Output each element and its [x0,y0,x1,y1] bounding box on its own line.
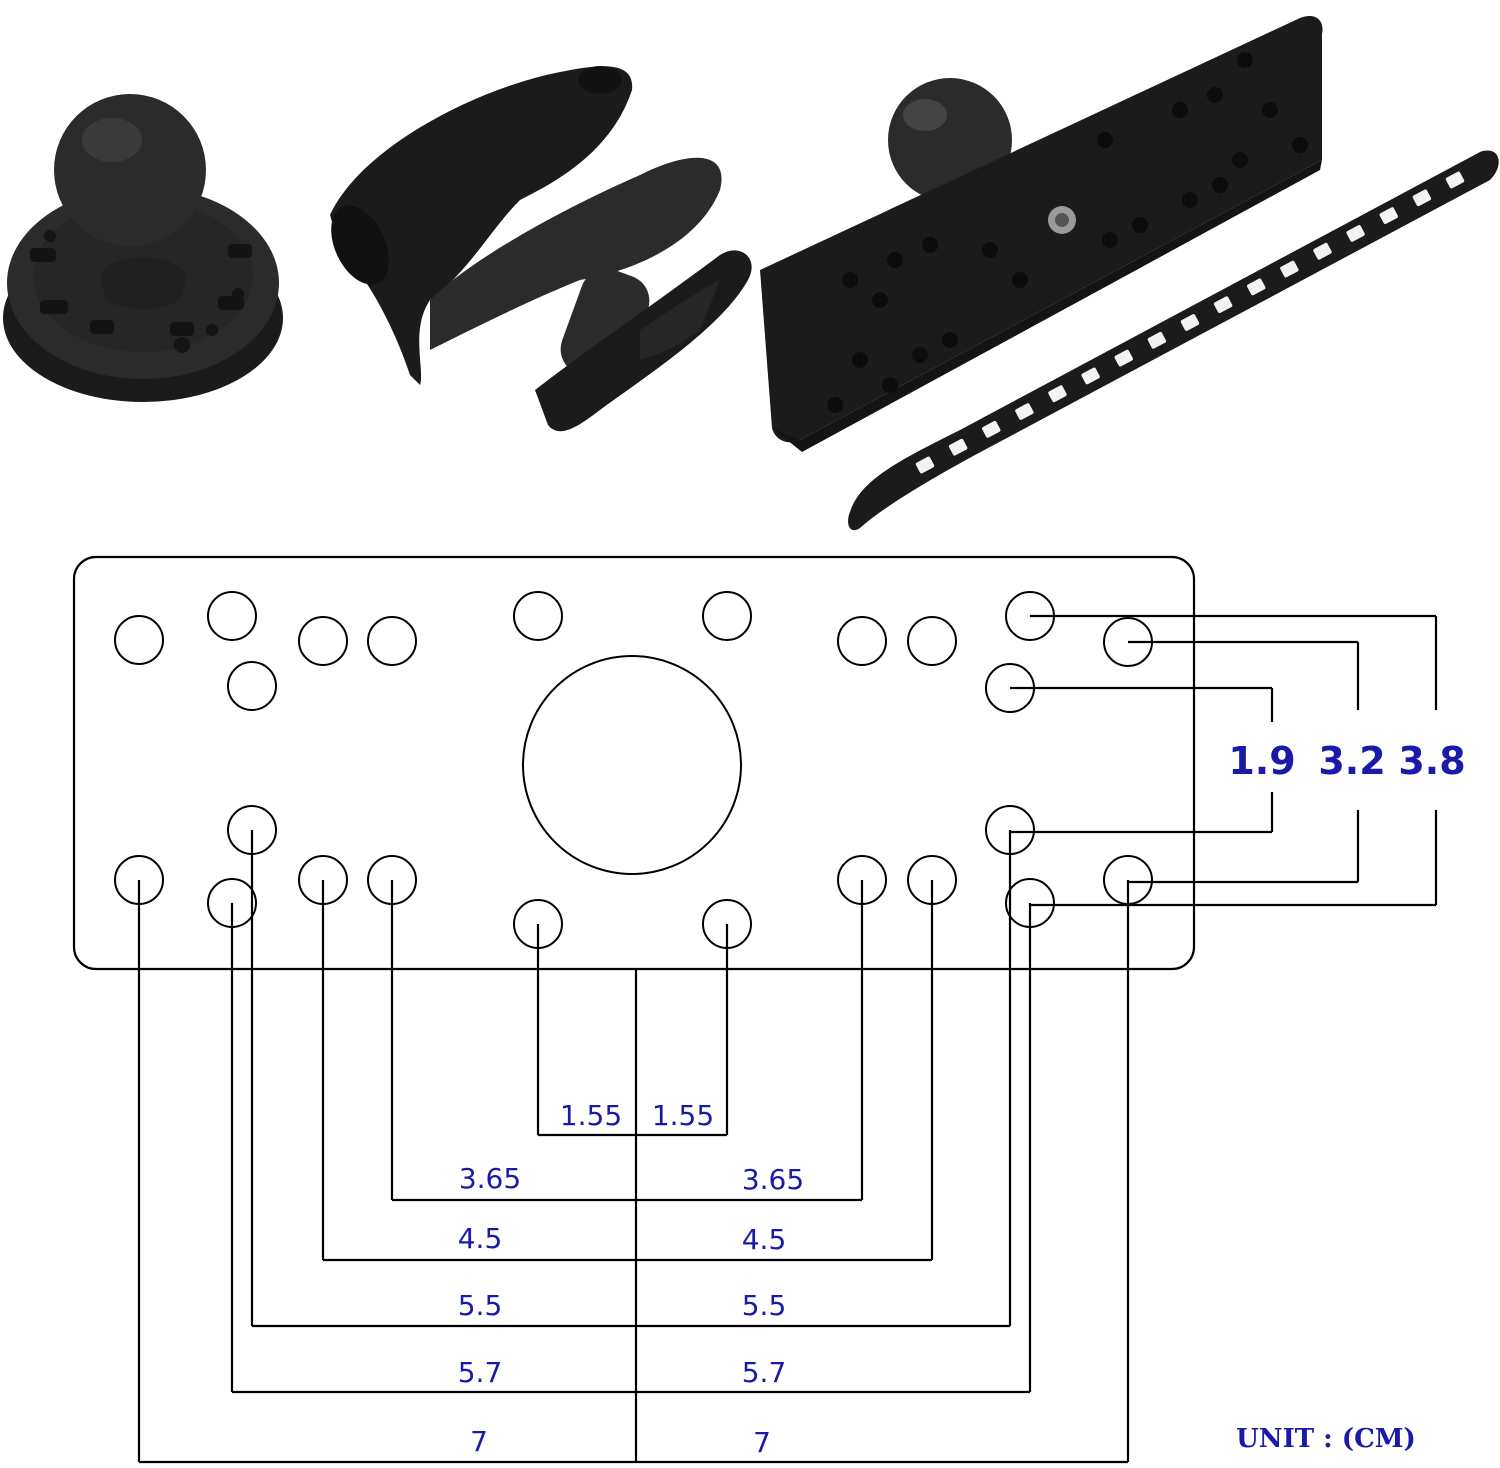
dim-4-5-right: 4.5 [742,1223,787,1256]
strap-slot [982,421,1001,438]
dim-4-5-left: 4.5 [458,1222,503,1255]
strap-slot [1445,171,1465,189]
dim-7-right: 7 [753,1426,771,1459]
strap-slot [1015,403,1034,420]
round-ball-base [3,94,283,402]
dim-7-left: 7 [470,1425,488,1458]
rubber-strap [848,150,1499,531]
strap-slot [1313,242,1332,260]
rectangular-ball-plate [760,15,1323,452]
vertical-dim-3-8: 3.8 [1398,739,1465,783]
strap-slot [1379,207,1398,224]
dim-3-65-left: 3.65 [459,1162,521,1195]
strap-slot [915,456,935,474]
dim-5-7-right: 5.7 [742,1356,787,1389]
unit-label: UNIT : (CM) [1236,1424,1416,1454]
mounting-hole [227,661,277,711]
mounting-hole [837,616,887,666]
dim-1-55-right: 1.55 [652,1099,714,1132]
mounting-hole [702,591,752,641]
strap-slot [948,438,968,456]
strap-slot [1247,278,1266,296]
strap-slot [1147,331,1167,349]
dimension-diagram: 1.9 3.2 3.8 1.55 1.55 3.65 3.65 4.5 4.5 … [72,555,1466,1464]
mounting-hole [367,616,417,666]
dim-5-5-left: 5.5 [458,1289,503,1322]
vertical-dim-3-2: 3.2 [1318,739,1385,783]
strap-slot [1081,367,1100,385]
product-photo [3,15,1499,531]
mounting-hole [513,591,563,641]
strap-slot [1180,314,1200,331]
mounting-hole [907,616,957,666]
dim-3-65-right: 3.65 [742,1163,804,1196]
dim-1-55-left: 1.55 [560,1099,622,1132]
strap-slot [1213,296,1233,314]
dimension-lines [137,614,1438,1464]
dim-5-7-left: 5.7 [458,1356,503,1389]
dim-5-5-right: 5.5 [742,1289,787,1322]
double-socket-arm [330,66,752,432]
center-ball-hole [522,655,742,875]
strap-slot [1346,225,1365,242]
mounting-hole [207,591,257,641]
strap-slot [1280,260,1299,278]
plate-outline [72,555,1196,971]
strap-slot [1048,385,1067,403]
mounting-hole [298,616,348,666]
mounting-hole [114,615,164,665]
strap-slot [1114,349,1133,367]
vertical-dim-1-9: 1.9 [1228,739,1295,783]
strap-slot [1412,189,1432,207]
